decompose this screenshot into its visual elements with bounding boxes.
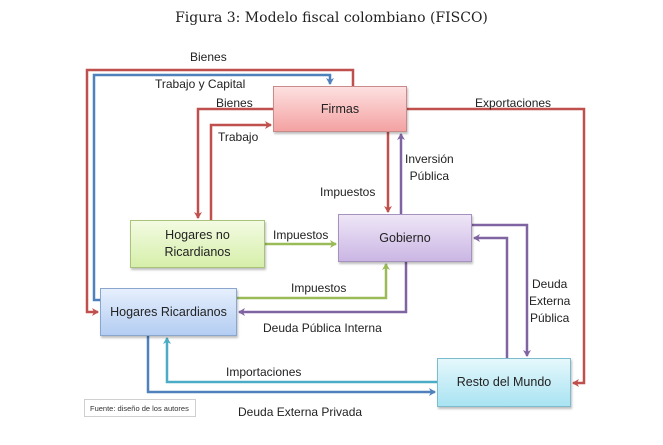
label-exportaciones: Exportaciones	[475, 96, 552, 110]
node-gobierno-label: Gobierno	[379, 230, 431, 245]
arrow-trabajo-y-capital	[92, 73, 334, 302]
arrow-deuda-externa-publica-down	[472, 223, 531, 357]
node-hnr-label-1: Hogares no	[165, 228, 230, 243]
node-gobierno: Gobierno	[338, 214, 472, 262]
node-hogares-ricardianos: Hogares Ricardianos	[100, 288, 237, 336]
label-bienes-inner: Bienes	[216, 96, 253, 110]
node-hnr-label-2: Ricardianos	[164, 245, 231, 259]
label-deuda-publica-interna: Deuda Pública Interna	[263, 321, 382, 335]
label-inversion-publica-2: Pública	[409, 168, 450, 183]
label-impuestos-hnr: Impuestos	[273, 228, 329, 242]
node-firmas-label: Firmas	[320, 101, 360, 116]
node-hr-label: Hogares Ricardianos	[110, 304, 227, 319]
arrow-deuda-publica-interna	[238, 262, 408, 316]
node-firmas: Firmas	[273, 86, 407, 132]
label-importaciones: Importaciones	[226, 365, 302, 379]
arrow-deuda-externa-publica-up	[473, 234, 509, 358]
node-resto-del-mundo: Resto del Mundo	[437, 358, 571, 407]
label-dep-1: Deuda	[531, 277, 568, 291]
label-dep-2: Externa	[529, 293, 571, 308]
label-impuestos-hr: Impuestos	[291, 281, 347, 295]
label-bienes-outer: Bienes	[190, 50, 227, 64]
arrow-bienes-outer	[85, 68, 355, 316]
arrow-importaciones	[163, 337, 437, 384]
label-trabajo-y-capital: Trabajo y Capital	[155, 77, 246, 91]
label-impuestos-firmas: Impuestos	[320, 185, 376, 199]
figure-title: Figura 3: Modelo fiscal colombiano (FISC…	[175, 10, 488, 26]
arrow-impuestos-hr	[237, 263, 390, 300]
label-inversion-publica: Inversión Pública	[405, 151, 454, 185]
node-rdm-label: Resto del Mundo	[456, 375, 552, 390]
label-deuda-externa-publica: Deuda Externa Pública	[529, 276, 570, 326]
label-inversion-publica-1: Inversión	[405, 152, 454, 166]
arrow-deuda-externa-privada	[146, 336, 436, 396]
arrow-bienes-inner	[194, 107, 273, 219]
label-trabajo: Trabajo	[218, 130, 259, 144]
source-note: Fuente: diseño de los autores	[84, 399, 196, 417]
arrow-trabajo	[209, 121, 272, 220]
label-dep-3: Pública	[530, 310, 570, 325]
node-hogares-no-ricardianos: Hogares no Ricardianos	[130, 220, 265, 268]
arrow-exportaciones	[407, 107, 586, 387]
label-deuda-externa-privada: Deuda Externa Privada	[238, 405, 363, 419]
